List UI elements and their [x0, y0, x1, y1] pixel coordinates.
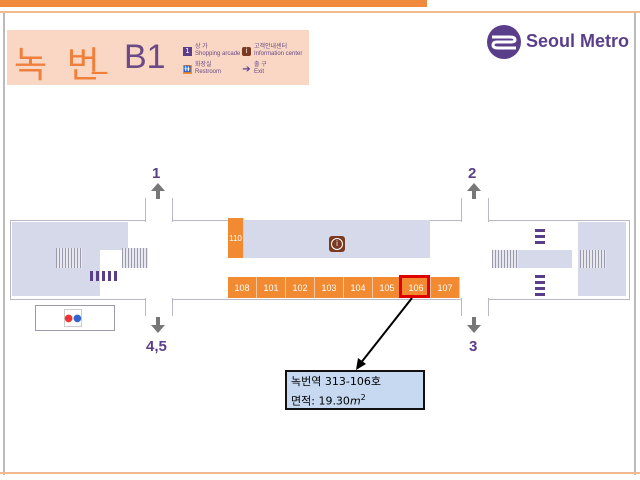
information-icon: i [329, 236, 345, 252]
title-separator: _ [92, 40, 107, 75]
legend-label-ko: 화장실 [195, 62, 212, 68]
shop-107[interactable]: 107 [431, 277, 460, 298]
shop-106[interactable]: 106 [402, 277, 431, 298]
exit-1-label: 1 [152, 165, 161, 182]
shop-row: 108 101 102 103 104 105 106 107 [228, 277, 460, 298]
legend-label-en: Information center [254, 51, 303, 57]
callout-shop-id: 녹번역 313-106호 [291, 375, 381, 388]
exit-3-label: 3 [469, 338, 478, 355]
shop-102[interactable]: 102 [286, 277, 315, 298]
exit-1-corridor [145, 198, 173, 222]
shop-101[interactable]: 101 [257, 277, 286, 298]
legend-info: i 고객안내센터 Information center [242, 44, 302, 58]
seoul-metro-logo-icon [487, 25, 521, 59]
shop-104[interactable]: 104 [344, 277, 373, 298]
exit-arrow-icon: ➔ [242, 63, 251, 75]
legend-label-ko: 고객안내센터 [254, 44, 288, 50]
legend-label-en: Exit [254, 69, 265, 75]
legend-exit: ➔ 출 구 Exit [242, 62, 267, 76]
shopping-arcade-icon: 1 [183, 46, 192, 56]
floor-level: B1 [124, 38, 166, 76]
fare-gates-east-top [535, 226, 545, 244]
bottom-divider [0, 472, 640, 474]
callout-leader-arrow [356, 297, 413, 370]
legend-label-en: Restroom [195, 69, 222, 75]
fare-gates-east-bottom [535, 272, 545, 296]
stairs-east [492, 250, 518, 268]
legend-restroom: 🚻 화장실 Restroom [183, 62, 221, 76]
right-border [634, 13, 636, 475]
exit-2-label: 2 [468, 165, 477, 182]
shop-108[interactable]: 108 [228, 277, 257, 298]
seoul-metro-logo-text: Seoul Metro [526, 31, 630, 51]
callout-area: 면적: 19.30m2 [291, 393, 366, 408]
legend-label-ko: 출 구 [254, 62, 267, 68]
exit-45-label: 4,5 [146, 338, 167, 355]
shop-103[interactable]: 103 [315, 277, 344, 298]
exit-45-corridor [145, 298, 173, 316]
fare-gates-west [90, 271, 120, 281]
legend-label-en: Shopping arcade [195, 51, 241, 57]
legend-shopping: 1 상 가 Shopping arcade [183, 44, 240, 58]
highlight-shop-106 [399, 275, 430, 298]
exit-2-corridor [461, 198, 489, 222]
restroom-icon: ●● [64, 309, 82, 327]
station-name: 녹 번 [14, 45, 104, 86]
exit-3-arrow-icon [467, 317, 481, 333]
title-panel [7, 30, 309, 85]
information-center-icon: i [242, 46, 251, 56]
shop-info-callout: 녹번역 313-106호 면적: 19.30m2 [285, 370, 425, 410]
stairs-west [56, 248, 82, 268]
exit-45-arrow-icon [151, 317, 165, 333]
legend-label-ko: 상 가 [195, 44, 208, 50]
top-divider [0, 11, 640, 13]
restroom-icon: 🚻 [183, 64, 192, 74]
exit-1-arrow-icon [151, 183, 165, 199]
exit-3-corridor [461, 298, 489, 316]
stairs-east-2 [580, 250, 606, 268]
stairs-west-2 [122, 248, 148, 268]
top-accent-bar [0, 0, 427, 7]
exit-2-arrow-icon [467, 183, 481, 199]
shop-110[interactable]: 110 [228, 218, 244, 258]
left-border [3, 13, 5, 475]
